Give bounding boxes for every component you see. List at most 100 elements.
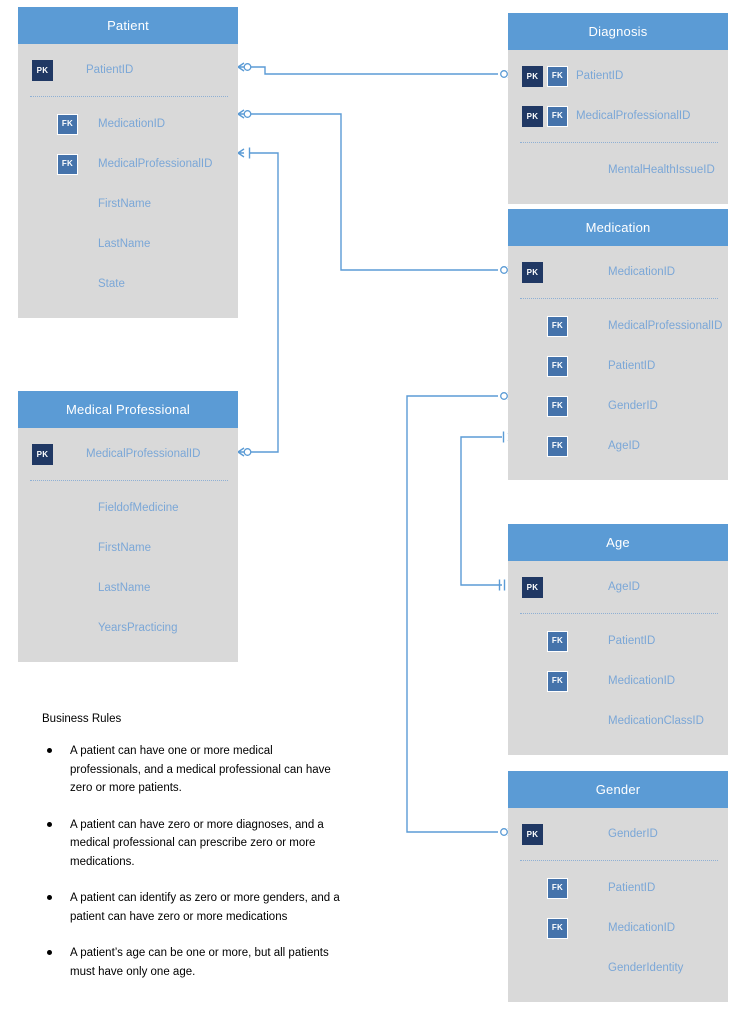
field-label: AgeID <box>608 581 640 593</box>
field-row[interactable]: PK FK PatientID <box>508 56 728 96</box>
field-label: LastName <box>98 238 151 250</box>
field-label: MedicationID <box>608 266 676 278</box>
field-row[interactable]: PK MedicationID <box>508 252 728 292</box>
entity-patient-title: Patient <box>18 7 238 44</box>
field-label: PatientID <box>608 360 656 372</box>
field-label: MedicalProfessionalID <box>576 110 691 122</box>
fk-badge: FK <box>547 396 568 417</box>
entity-diagnosis-title: Diagnosis <box>508 13 728 50</box>
business-rule-text: A patient can have zero or more diagnose… <box>70 818 324 868</box>
field-label: YearsPracticing <box>98 622 178 634</box>
field-label: GenderID <box>608 400 658 412</box>
field-row[interactable]: LastName <box>18 568 238 608</box>
field-label: GenderID <box>608 828 658 840</box>
field-row[interactable]: FK PatientID <box>508 868 728 908</box>
field-row[interactable]: MentalHealthIssueID <box>508 150 728 190</box>
entity-age-body: PK AgeID FK PatientID FK MedicationID Me… <box>508 561 728 755</box>
bullet-icon <box>47 748 52 753</box>
field-label: MedicationID <box>608 675 676 687</box>
entity-gender-title: Gender <box>508 771 728 808</box>
field-label: GenderIdentity <box>608 962 684 974</box>
entity-gender[interactable]: Gender PK GenderID FK PatientID FK Medic… <box>508 771 728 1002</box>
business-rule-item: A patient can identify as zero or more g… <box>42 889 342 926</box>
pk-badge: PK <box>522 106 543 127</box>
entity-medication[interactable]: Medication PK MedicationID FK MedicalPro… <box>508 209 728 480</box>
fk-badge: FK <box>547 356 568 377</box>
fk-badge: FK <box>547 316 568 337</box>
field-row[interactable]: FirstName <box>18 184 238 224</box>
entity-medication-title: Medication <box>508 209 728 246</box>
entity-medical-professional[interactable]: Medical Professional PK MedicalProfessio… <box>18 391 238 662</box>
connector-patient-medication <box>237 109 515 275</box>
field-row[interactable]: PK MedicalProfessionalID <box>18 434 238 474</box>
connector-medication-gender <box>406 391 515 837</box>
business-rules-section: Business Rules A patient can have one or… <box>42 713 342 999</box>
entity-medical-professional-body: PK MedicalProfessionalID FieldofMedicine… <box>18 428 238 662</box>
field-label: PatientID <box>608 635 656 647</box>
field-row[interactable]: MedicationClassID <box>508 701 728 741</box>
field-label: PatientID <box>576 70 624 82</box>
field-label: State <box>98 278 125 290</box>
field-label: MedicationID <box>608 922 676 934</box>
field-row[interactable]: FirstName <box>18 528 238 568</box>
fk-badge: FK <box>547 918 568 939</box>
fk-badge: FK <box>57 114 78 135</box>
field-row[interactable]: GenderIdentity <box>508 948 728 988</box>
field-label: MedicationClassID <box>608 715 704 727</box>
entity-diagnosis[interactable]: Diagnosis PK FK PatientID PK FK MedicalP… <box>508 13 728 204</box>
field-label: MentalHealthIssueID <box>608 164 715 176</box>
key-separator <box>520 142 718 143</box>
bullet-icon <box>47 821 52 827</box>
business-rule-text: A patient’s age can be one or more, but … <box>70 947 329 978</box>
field-row[interactable]: PK FK MedicalProfessionalID <box>508 96 728 136</box>
field-label: MedicalProfessionalID <box>608 320 723 332</box>
field-row[interactable]: FK MedicationID <box>508 661 728 701</box>
field-row[interactable]: FK MedicalProfessionalID <box>508 306 728 346</box>
pk-badge: PK <box>522 577 543 598</box>
field-label: AgeID <box>608 440 640 452</box>
field-row[interactable]: FK AgeID <box>508 426 728 466</box>
field-row[interactable]: PK GenderID <box>508 814 728 854</box>
field-row[interactable]: PK AgeID <box>508 567 728 607</box>
field-label: PatientID <box>86 64 134 76</box>
field-label: MedicalProfessionalID <box>86 448 201 460</box>
pk-badge: PK <box>32 444 53 465</box>
connector-patient-diagnosis <box>237 62 515 79</box>
fk-badge: FK <box>547 106 568 127</box>
field-label: MedicalProfessionalID <box>98 158 213 170</box>
entity-age-title: Age <box>508 524 728 561</box>
field-label: FirstName <box>98 198 152 210</box>
business-rule-item: A patient can have zero or more diagnose… <box>42 816 342 872</box>
field-label: MedicationID <box>98 118 166 130</box>
business-rule-item: A patient’s age can be one or more, but … <box>42 944 342 981</box>
fk-badge: FK <box>547 631 568 652</box>
field-row[interactable]: State <box>18 264 238 304</box>
field-row[interactable]: YearsPracticing <box>18 608 238 648</box>
business-rules-list: A patient can have one or more medical p… <box>42 742 342 981</box>
field-row[interactable]: FieldofMedicine <box>18 488 238 528</box>
field-row[interactable]: FK GenderID <box>508 386 728 426</box>
key-separator <box>30 480 228 481</box>
field-row[interactable]: FK MedicalProfessionalID <box>18 144 238 184</box>
field-row[interactable]: FK MedicationID <box>18 104 238 144</box>
field-row[interactable]: PK PatientID <box>18 50 238 90</box>
field-row[interactable]: FK PatientID <box>508 621 728 661</box>
pk-badge: PK <box>32 60 53 81</box>
bullet-icon <box>47 950 52 955</box>
pk-badge: PK <box>522 262 543 283</box>
field-row[interactable]: FK PatientID <box>508 346 728 386</box>
connector-medication-age <box>460 431 515 591</box>
field-row[interactable]: LastName <box>18 224 238 264</box>
field-row[interactable]: FK MedicationID <box>508 908 728 948</box>
key-separator <box>520 860 718 861</box>
fk-badge: FK <box>547 671 568 692</box>
business-rules-title: Business Rules <box>42 713 122 725</box>
business-rule-text: A patient can identify as zero or more g… <box>70 892 340 923</box>
entity-patient[interactable]: Patient PK PatientID FK MedicationID FK … <box>18 7 238 318</box>
key-separator <box>520 298 718 299</box>
fk-badge: FK <box>57 154 78 175</box>
entity-medical-professional-title: Medical Professional <box>18 391 238 428</box>
entity-age[interactable]: Age PK AgeID FK PatientID FK MedicationI… <box>508 524 728 755</box>
